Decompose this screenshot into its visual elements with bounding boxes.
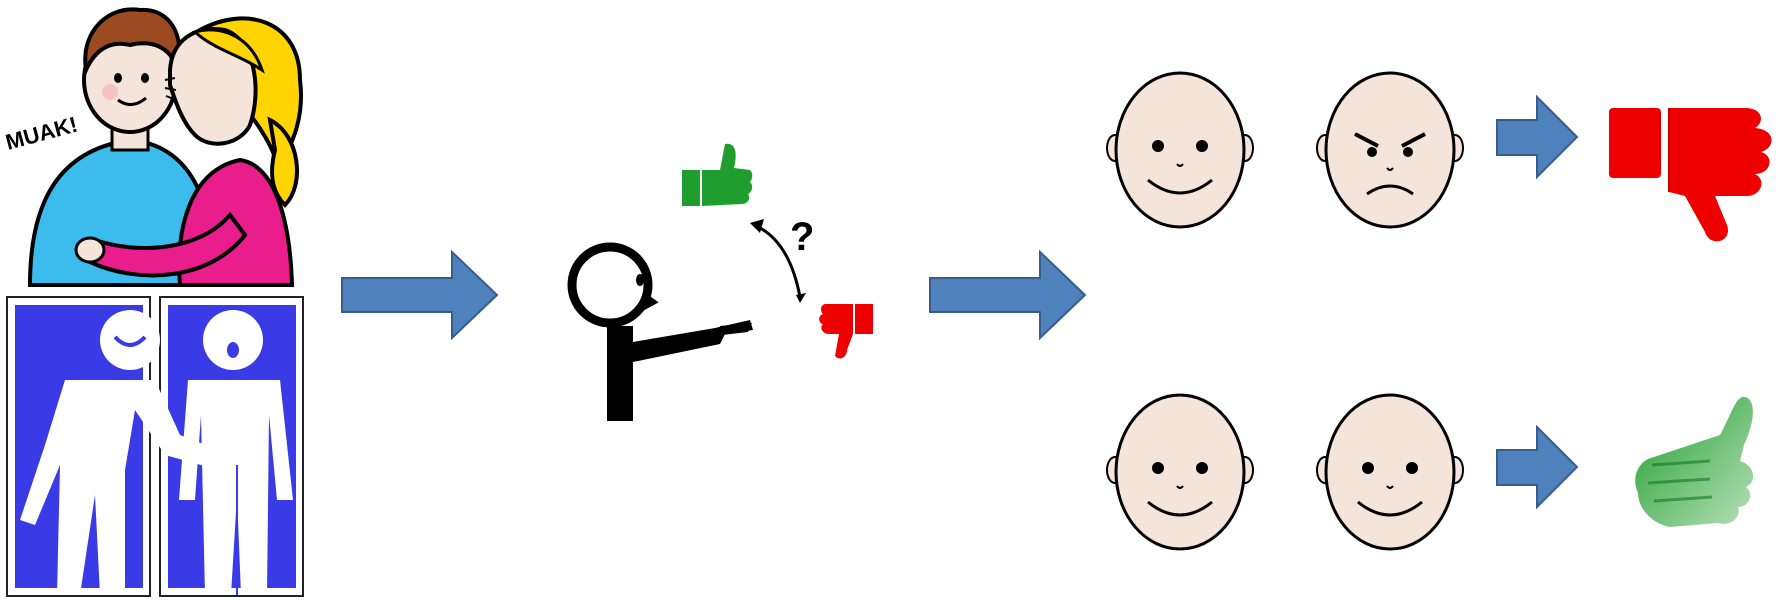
arrow-right-icon bbox=[1495, 95, 1580, 185]
person-pointing-icon bbox=[560, 240, 760, 425]
thumbs-up-icon bbox=[680, 140, 755, 210]
thumbs-up-icon bbox=[1630, 395, 1760, 535]
inappropriate-touch-sign bbox=[5, 295, 305, 600]
thumbs-down-icon bbox=[1605, 100, 1780, 245]
thumbs-down-icon bbox=[815, 300, 875, 362]
arrow-right-icon bbox=[340, 250, 500, 340]
happy-face-icon bbox=[1105, 390, 1255, 555]
arrow-right-icon bbox=[1495, 425, 1580, 515]
question-cycle-arrows: ? bbox=[748, 205, 828, 305]
arrow-right-icon bbox=[928, 250, 1088, 340]
question-mark: ? bbox=[790, 215, 814, 259]
angry-face-icon bbox=[1315, 68, 1465, 233]
happy-face-icon bbox=[1105, 68, 1255, 233]
kissing-couple-pictogram: MUAK! bbox=[0, 0, 310, 290]
kiss-caption: MUAK! bbox=[3, 112, 80, 155]
happy-face-icon bbox=[1315, 390, 1465, 555]
